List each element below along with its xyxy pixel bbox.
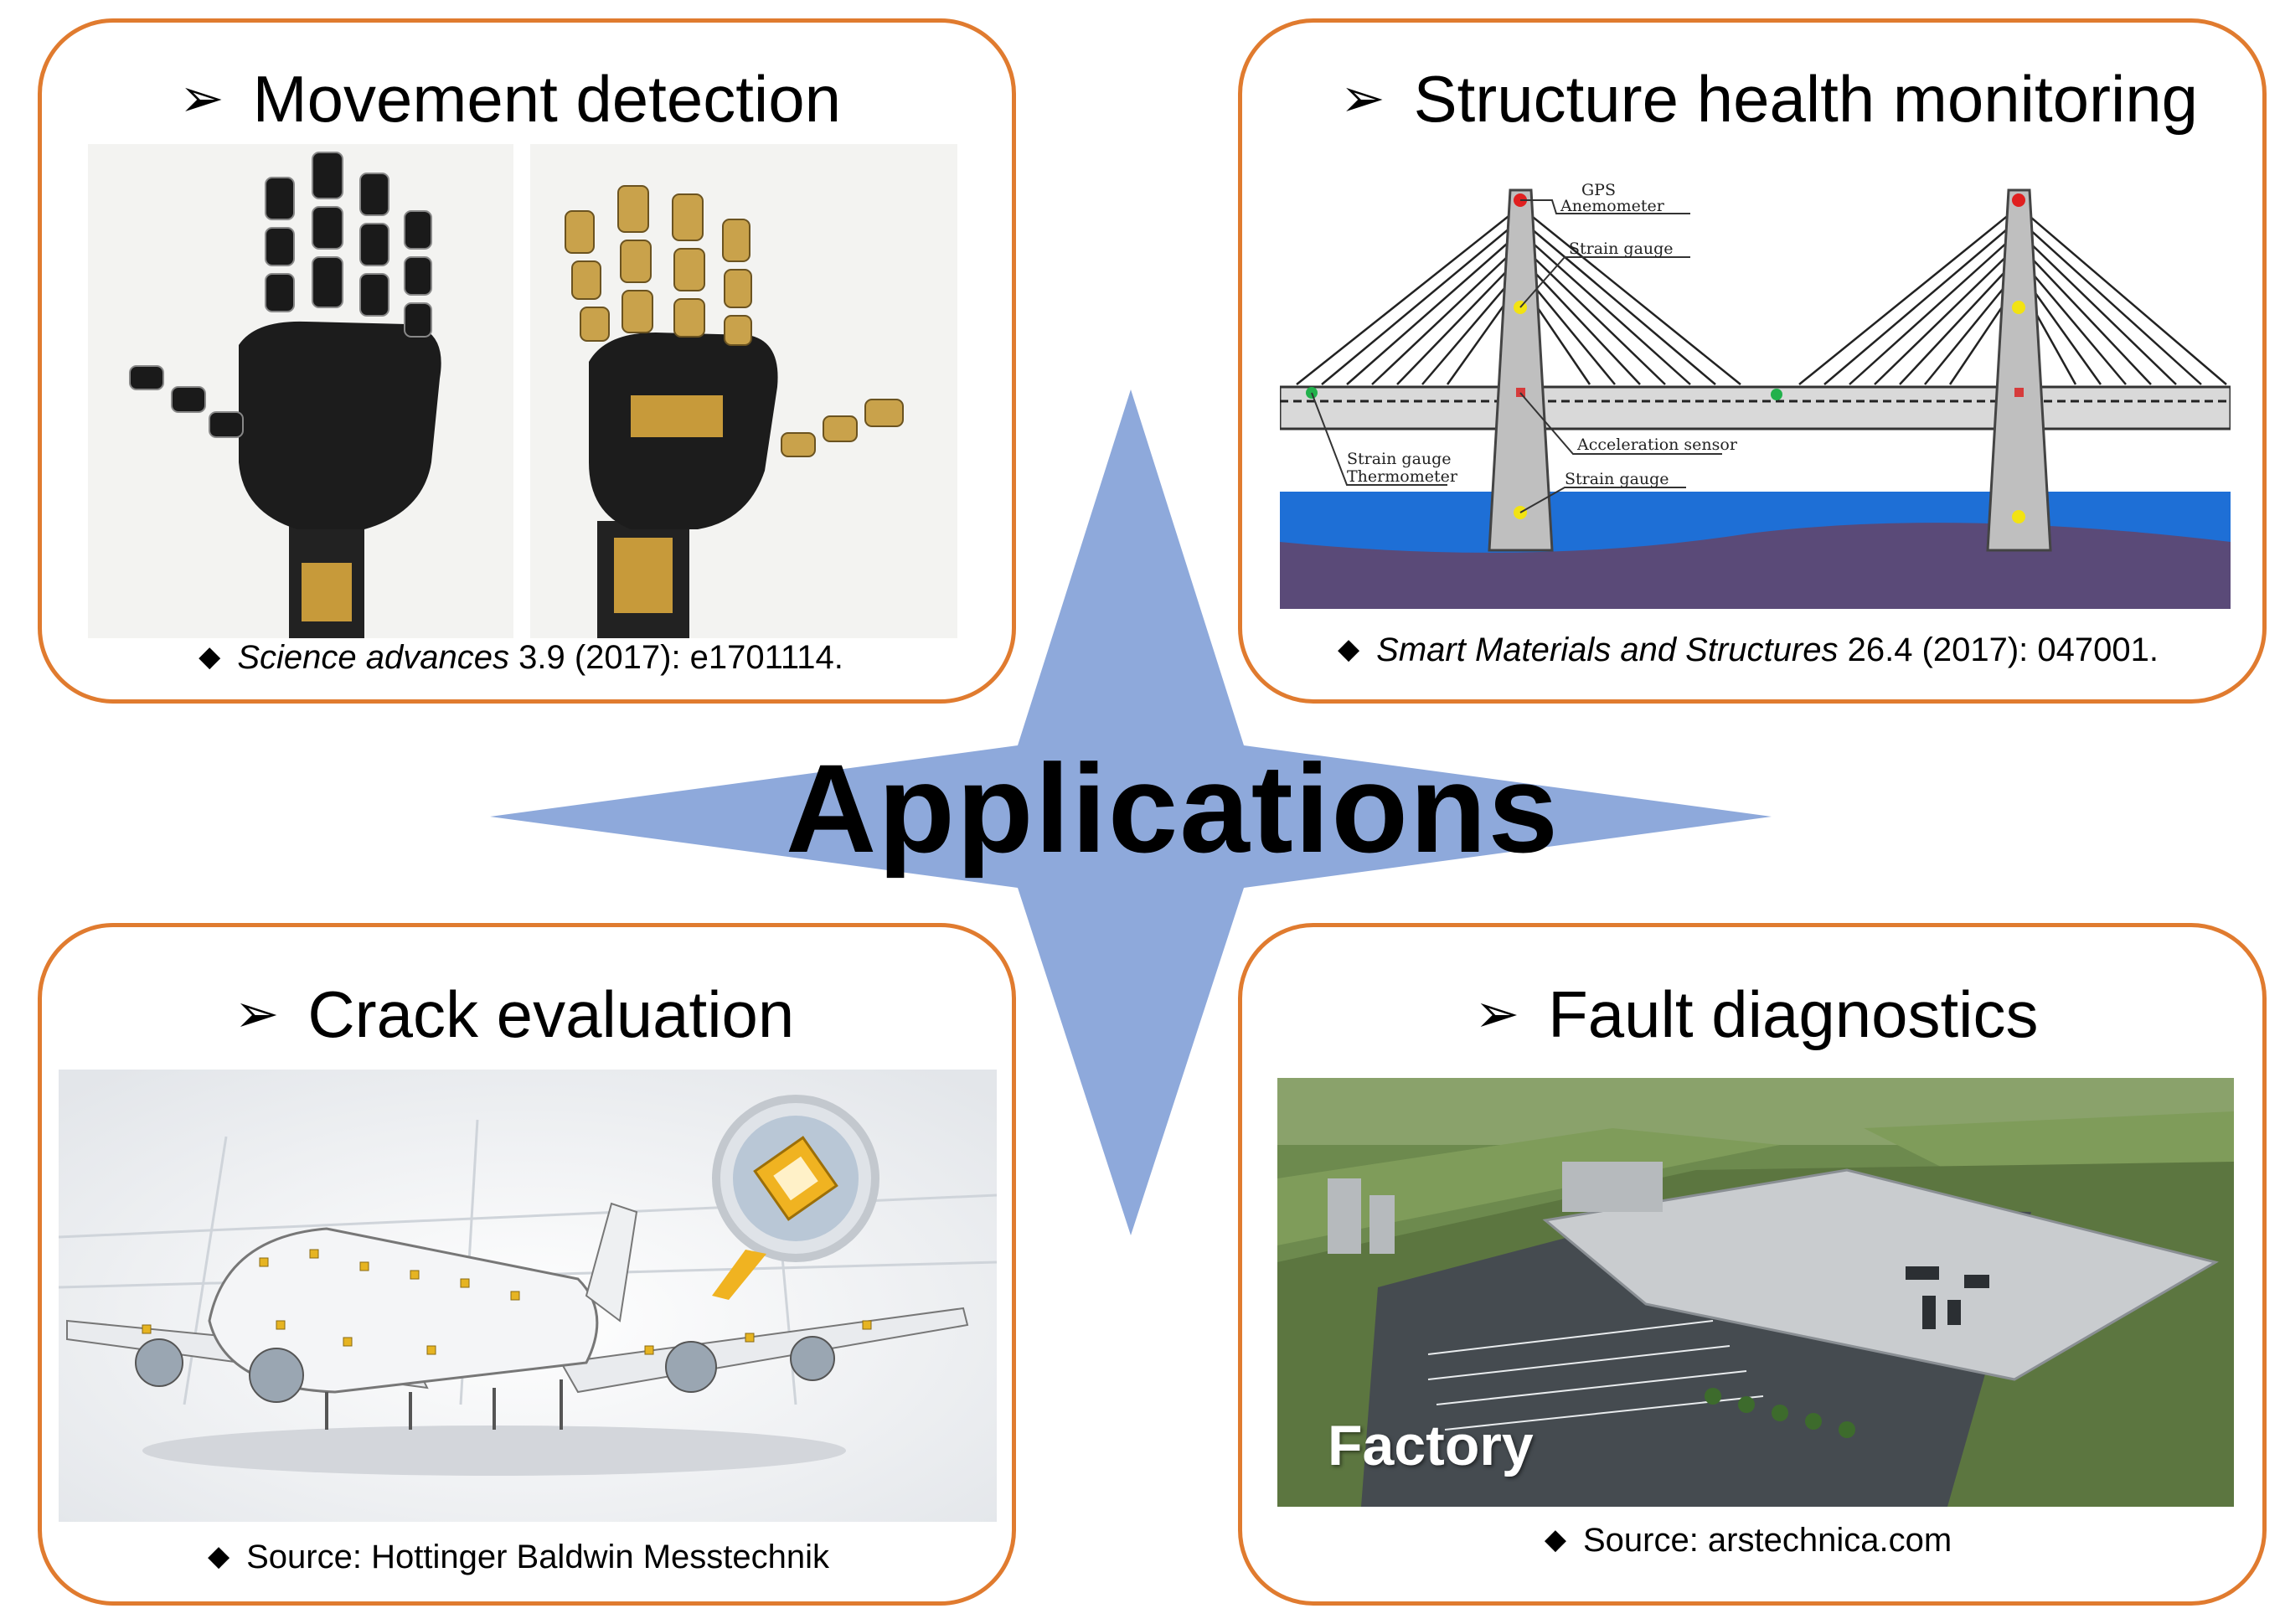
label-gps: GPS (1581, 181, 1616, 199)
center-title: Applications (785, 738, 1560, 879)
citation: ◆Science advances 3.9 (2017): e1701114. (199, 639, 843, 676)
bridge-svg: GPS Anemometer Strain gauge Strain gauge… (1280, 181, 2231, 609)
citation: ◆Source: Hottinger Baldwin Messtechnik (207, 1539, 830, 1575)
label-strain-gauge-left: Strain gauge (1347, 450, 1452, 468)
star-shape (490, 389, 1772, 1235)
label-thermometer: Thermometer (1347, 467, 1458, 486)
arrow-bullet-icon: ➢ (234, 983, 280, 1044)
panel-fault-diagnostics: ➢Fault diagnostics Factory ◆Source: arst… (1238, 923, 2267, 1606)
diamond-bullet-icon: ◆ (1338, 633, 1360, 665)
citation: ◆Source: arstechnica.com (1544, 1522, 1952, 1559)
factory-overlay-label: Factory (1328, 1414, 1534, 1477)
panel-crack-evaluation: ➢Crack evaluation (38, 923, 1016, 1606)
factory-aerial-photo: Factory (1277, 1078, 2234, 1507)
arrow-bullet-icon: ➢ (1339, 68, 1385, 128)
label-anemometer: Anemometer (1560, 197, 1665, 215)
panel-title: ➢Crack evaluation (234, 977, 795, 1051)
diamond-bullet-icon: ◆ (1544, 1523, 1566, 1555)
label-strain-gauge-top: Strain gauge (1569, 240, 1674, 258)
cable-stayed-bridge-diagram: GPS Anemometer Strain gauge Strain gauge… (1280, 173, 2231, 609)
citation: ◆Smart Materials and Structures 26.4 (20… (1338, 632, 2159, 668)
panel-title: ➢Movement detection (178, 62, 841, 136)
panel-title: ➢Structure health monitoring (1339, 62, 2199, 136)
diamond-bullet-icon: ◆ (199, 641, 221, 673)
arrow-bullet-icon: ➢ (1474, 983, 1520, 1044)
panel-title: ➢Fault diagnostics (1474, 977, 2039, 1051)
robotic-hand-photo-back (530, 144, 957, 638)
panel-movement-detection: ➢Movement detection (38, 18, 1016, 704)
label-acceleration-sensor: Acceleration sensor (1576, 436, 1738, 454)
aircraft-with-strain-gauges-illustration (59, 1070, 997, 1522)
panel-structure-health-monitoring: ➢Structure health monitoring (1238, 18, 2267, 704)
diamond-bullet-icon: ◆ (207, 1540, 230, 1572)
robotic-hand-photo-front (88, 144, 513, 638)
arrow-bullet-icon: ➢ (178, 68, 224, 128)
label-strain-gauge-bottom: Strain gauge (1565, 470, 1669, 488)
